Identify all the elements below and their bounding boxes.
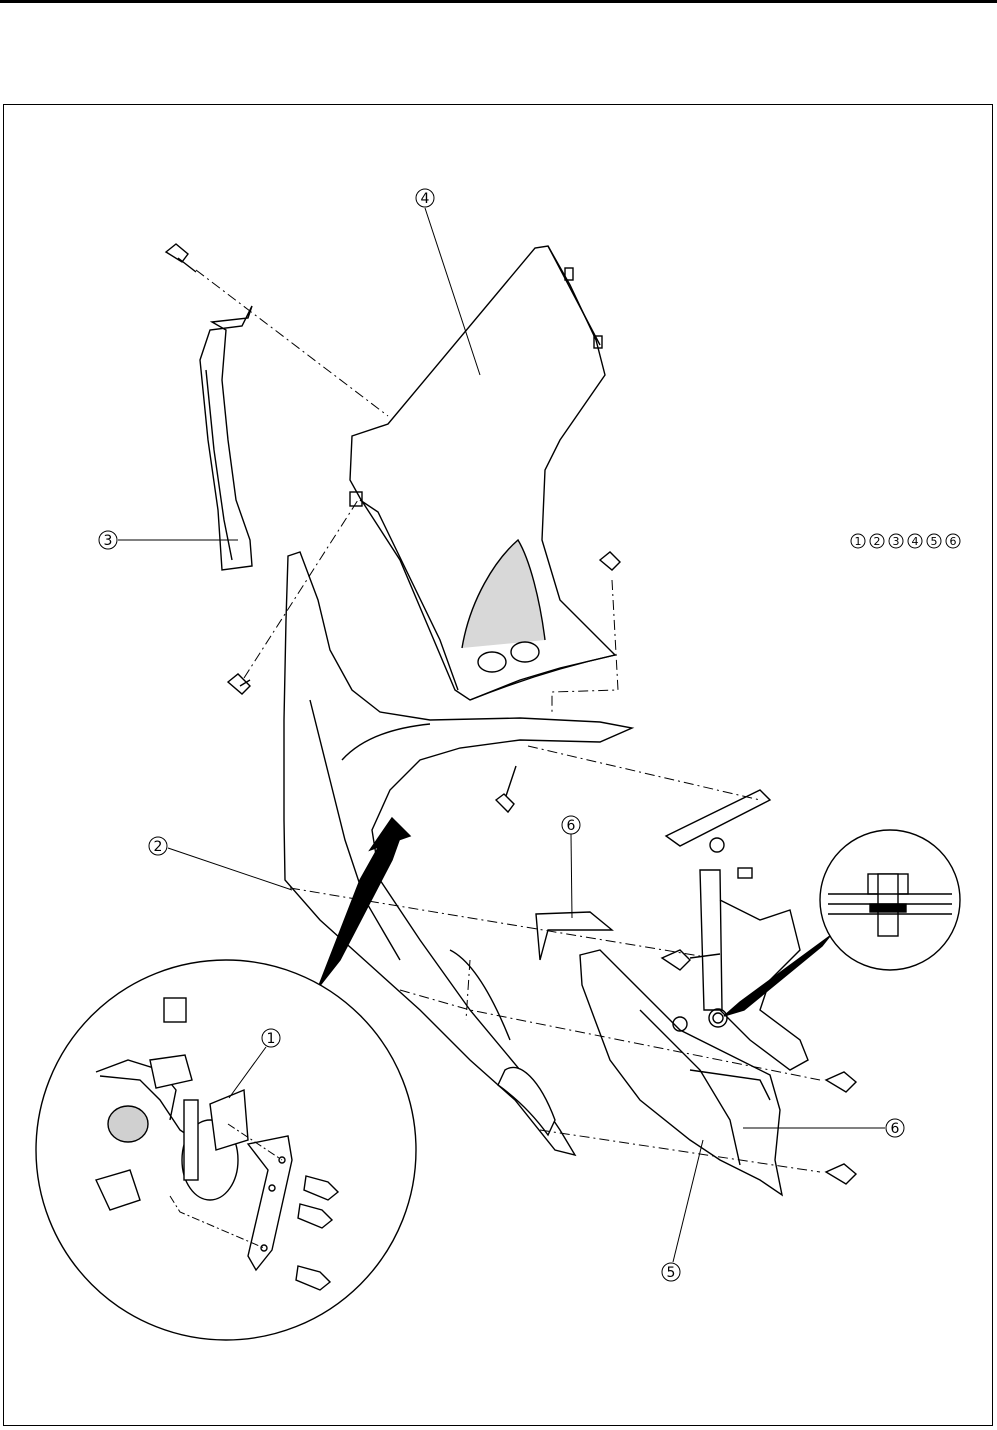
svg-text:2: 2 bbox=[154, 839, 163, 855]
detail-arrow-right bbox=[724, 936, 830, 1016]
detail-circle-part-1 bbox=[36, 960, 416, 1340]
svg-text:5: 5 bbox=[931, 535, 938, 548]
callout-6-lower: 6 bbox=[886, 1119, 904, 1137]
callout-3: 3 bbox=[99, 531, 117, 549]
svg-text:1: 1 bbox=[267, 1031, 276, 1047]
svg-text:3: 3 bbox=[893, 535, 900, 548]
callout-4: 4 bbox=[416, 189, 434, 207]
svg-text:4: 4 bbox=[421, 191, 430, 207]
svg-text:6: 6 bbox=[891, 1121, 900, 1137]
callout-6-upper: 6 bbox=[562, 816, 580, 834]
part-3-side-strip bbox=[200, 306, 252, 570]
svg-text:2: 2 bbox=[874, 535, 881, 548]
callout-5: 5 bbox=[662, 1263, 680, 1281]
svg-text:6: 6 bbox=[567, 818, 576, 834]
part-5-6-lower-bracket bbox=[536, 790, 808, 1195]
svg-text:1: 1 bbox=[855, 535, 862, 548]
detail-circle-bolt bbox=[820, 830, 960, 970]
callout-1: 1 bbox=[262, 1029, 280, 1047]
svg-text:5: 5 bbox=[667, 1265, 676, 1281]
legend-numbers: 1 2 3 4 5 6 bbox=[851, 534, 960, 548]
svg-text:6: 6 bbox=[950, 535, 957, 548]
svg-text:4: 4 bbox=[912, 535, 919, 548]
svg-text:3: 3 bbox=[104, 533, 113, 549]
callout-2: 2 bbox=[149, 837, 167, 855]
part-4-inner-panel bbox=[350, 246, 615, 700]
